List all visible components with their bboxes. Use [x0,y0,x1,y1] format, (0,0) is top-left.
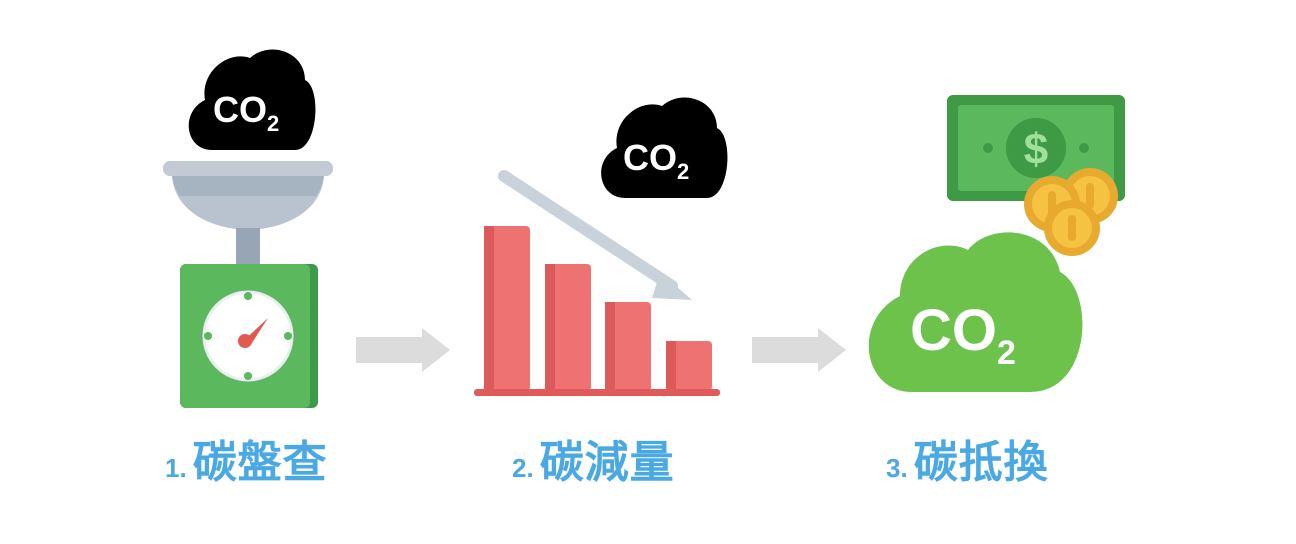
co2-main-text: CO [623,137,677,178]
coins-icon [1024,168,1118,256]
step2-illustration: CO2 [474,97,728,396]
co2-cloud-icon: CO2 [868,232,1083,392]
flow-arrow-2 [752,328,846,372]
step-label-1: 1. 碳盤查 [165,426,328,488]
bar-2 [545,264,591,391]
scale-icon [163,161,333,408]
bar-chart-icon [474,226,720,396]
flow-arrow-1 [356,328,450,372]
step-label-2: 2. 碳減量 [512,426,675,488]
step-title: 碳盤查 [192,437,328,488]
dollar-bill-icon: $ [947,95,1125,201]
step-number: 2. [512,453,534,483]
co2-sub-text: 2 [997,334,1016,372]
svg-text:CO2: CO2 [623,137,689,184]
svg-text:CO2: CO2 [213,89,279,136]
svg-text:CO2: CO2 [910,298,1016,372]
step-title: 碳減量 [539,437,675,488]
co2-main-text: CO [910,298,997,363]
step-number: 3. [886,453,908,483]
bar-4 [666,341,712,391]
bar-3 [605,302,651,391]
co2-sub-text: 2 [677,159,689,184]
co2-cloud-icon: CO2 [601,97,728,198]
co2-main-text: CO [213,89,267,130]
step-label-3: 3. 碳抵換 [886,426,1049,488]
bar-1 [484,226,530,391]
co2-sub-text: 2 [267,111,279,136]
down-trend-arrow-icon [498,170,692,300]
step3-illustration: $ CO2 [868,95,1125,392]
step1-illustration: CO2 [163,49,333,408]
chart-baseline [474,389,720,396]
step-title: 碳抵換 [913,437,1049,488]
step-number: 1. [165,453,187,483]
dollar-sign: $ [1024,125,1048,174]
co2-cloud-icon: CO2 [188,49,316,150]
